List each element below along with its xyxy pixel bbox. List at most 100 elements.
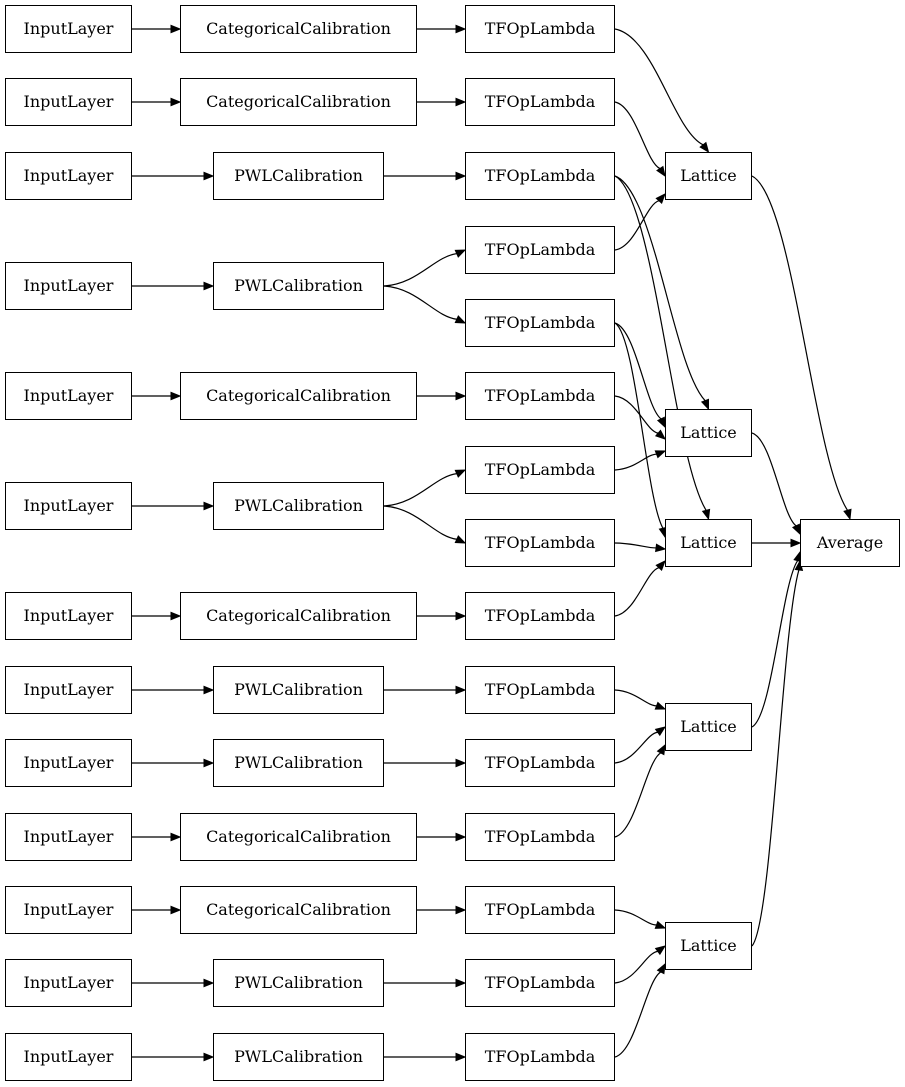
node-label: CategoricalCalibration: [206, 19, 391, 38]
node-input-in11[interactable]: InputLayer: [5, 886, 132, 934]
node-input-in4[interactable]: InputLayer: [5, 262, 132, 310]
node-tfoplambda-tf7[interactable]: TFOpLambda: [465, 446, 615, 494]
arrowhead-cal10-to-tf12: [455, 832, 467, 842]
edge-cal6-to-tf7: [383, 473, 457, 507]
node-input-in1[interactable]: InputLayer: [5, 5, 132, 53]
node-label: InputLayer: [23, 1047, 114, 1066]
node-input-in2[interactable]: InputLayer: [5, 78, 132, 126]
arrowhead-lat3-to-avg: [790, 538, 802, 548]
node-average-avg[interactable]: Average: [800, 519, 900, 567]
edge-tf7-to-lat2: [614, 453, 657, 471]
arrowhead-cal13-to-tf15: [455, 1052, 467, 1062]
node-label: InputLayer: [23, 753, 114, 772]
node-label: PWLCalibration: [234, 166, 363, 185]
node-label: InputLayer: [23, 680, 114, 699]
arrowhead-in4-to-cal4: [203, 281, 215, 291]
node-tfoplambda-tf3[interactable]: TFOpLambda: [465, 152, 615, 200]
node-calibration-cal8[interactable]: PWLCalibration: [213, 666, 384, 714]
node-label: CategoricalCalibration: [206, 92, 391, 111]
arrowhead-tf14-to-lat5: [654, 945, 667, 956]
node-input-in3[interactable]: InputLayer: [5, 152, 132, 200]
node-lattice-lat3[interactable]: Lattice: [665, 519, 752, 567]
node-lattice-lat1[interactable]: Lattice: [665, 152, 752, 200]
node-label: PWLCalibration: [234, 1047, 363, 1066]
node-tfoplambda-tf10[interactable]: TFOpLambda: [465, 666, 615, 714]
node-label: InputLayer: [23, 900, 114, 919]
node-calibration-cal7[interactable]: CategoricalCalibration: [180, 592, 417, 640]
arrowhead-cal4-to-tf5: [454, 315, 467, 324]
arrowhead-in2-to-cal2: [170, 97, 182, 107]
arrowhead-cal5-to-tf6: [455, 391, 467, 401]
node-tfoplambda-tf2[interactable]: TFOpLambda: [465, 78, 615, 126]
arrowhead-tf9-to-lat3: [655, 560, 666, 571]
node-input-in6[interactable]: InputLayer: [5, 482, 132, 530]
node-calibration-cal9[interactable]: PWLCalibration: [213, 739, 384, 787]
node-lattice-lat2[interactable]: Lattice: [665, 409, 752, 457]
arrowhead-in7-to-cal7: [170, 611, 182, 621]
node-label: Average: [816, 533, 884, 552]
node-label: InputLayer: [23, 973, 114, 992]
node-calibration-cal11[interactable]: CategoricalCalibration: [180, 886, 417, 934]
node-tfoplambda-tf4[interactable]: TFOpLambda: [465, 226, 615, 274]
node-label: TFOpLambda: [484, 533, 596, 552]
node-input-in5[interactable]: InputLayer: [5, 372, 132, 420]
edge-tf11-to-lat4: [614, 731, 658, 764]
edge-tf3-to-lat3: [614, 175, 707, 511]
arrowhead-tf11-to-lat4: [654, 726, 667, 737]
node-tfoplambda-tf11[interactable]: TFOpLambda: [465, 739, 615, 787]
arrowhead-cal11-to-tf13: [455, 905, 467, 915]
node-tfoplambda-tf5[interactable]: TFOpLambda: [465, 299, 615, 347]
node-calibration-cal6[interactable]: PWLCalibration: [213, 482, 384, 530]
node-input-in9[interactable]: InputLayer: [5, 739, 132, 787]
node-label: TFOpLambda: [484, 680, 596, 699]
arrowhead-tf1-to-lat1: [699, 141, 710, 154]
arrowhead-cal2-to-tf2: [455, 97, 467, 107]
node-lattice-lat4[interactable]: Lattice: [665, 703, 752, 751]
node-tfoplambda-tf8[interactable]: TFOpLambda: [465, 519, 615, 567]
node-label: TFOpLambda: [484, 1047, 596, 1066]
node-calibration-cal12[interactable]: PWLCalibration: [213, 959, 384, 1007]
arrowhead-tf10-to-lat4: [654, 701, 667, 710]
node-label: Lattice: [680, 533, 737, 552]
node-calibration-cal5[interactable]: CategoricalCalibration: [180, 372, 417, 420]
node-label: Lattice: [680, 166, 737, 185]
node-calibration-cal13[interactable]: PWLCalibration: [213, 1033, 384, 1081]
node-label: TFOpLambda: [484, 166, 596, 185]
node-tfoplambda-tf12[interactable]: TFOpLambda: [465, 813, 615, 861]
node-tfoplambda-tf15[interactable]: TFOpLambda: [465, 1033, 615, 1081]
arrowhead-in9-to-cal9: [203, 758, 215, 768]
node-tfoplambda-tf9[interactable]: TFOpLambda: [465, 592, 615, 640]
node-tfoplambda-tf14[interactable]: TFOpLambda: [465, 959, 615, 1007]
node-calibration-cal3[interactable]: PWLCalibration: [213, 152, 384, 200]
node-label: InputLayer: [23, 276, 114, 295]
node-tfoplambda-tf6[interactable]: TFOpLambda: [465, 372, 615, 420]
node-input-in13[interactable]: InputLayer: [5, 1033, 132, 1081]
node-calibration-cal10[interactable]: CategoricalCalibration: [180, 813, 417, 861]
node-input-in7[interactable]: InputLayer: [5, 592, 132, 640]
node-label: Lattice: [680, 423, 737, 442]
arrowhead-in3-to-cal3: [203, 171, 215, 181]
arrowhead-in8-to-cal8: [203, 685, 215, 695]
node-input-in8[interactable]: InputLayer: [5, 666, 132, 714]
edge-cal6-to-tf8: [383, 505, 457, 540]
edge-tf15-to-lat5: [614, 971, 662, 1058]
node-lattice-lat5[interactable]: Lattice: [665, 922, 752, 970]
node-calibration-cal1[interactable]: CategoricalCalibration: [180, 5, 417, 53]
node-calibration-cal2[interactable]: CategoricalCalibration: [180, 78, 417, 126]
node-input-in12[interactable]: InputLayer: [5, 959, 132, 1007]
node-label: InputLayer: [23, 386, 114, 405]
edge-tf3-to-lat2: [614, 175, 706, 402]
node-label: CategoricalCalibration: [206, 827, 391, 846]
arrowhead-lat2-to-avg: [792, 523, 801, 536]
node-tfoplambda-tf13[interactable]: TFOpLambda: [465, 886, 615, 934]
arrowhead-tf3-to-lat2: [700, 398, 710, 411]
edge-tf5-to-lat3: [614, 322, 664, 529]
edge-tf5-to-lat2: [614, 322, 662, 420]
node-label: PWLCalibration: [234, 496, 363, 515]
node-input-in10[interactable]: InputLayer: [5, 813, 132, 861]
node-label: PWLCalibration: [234, 753, 363, 772]
node-calibration-cal4[interactable]: PWLCalibration: [213, 262, 384, 310]
node-tfoplambda-tf1[interactable]: TFOpLambda: [465, 5, 615, 53]
